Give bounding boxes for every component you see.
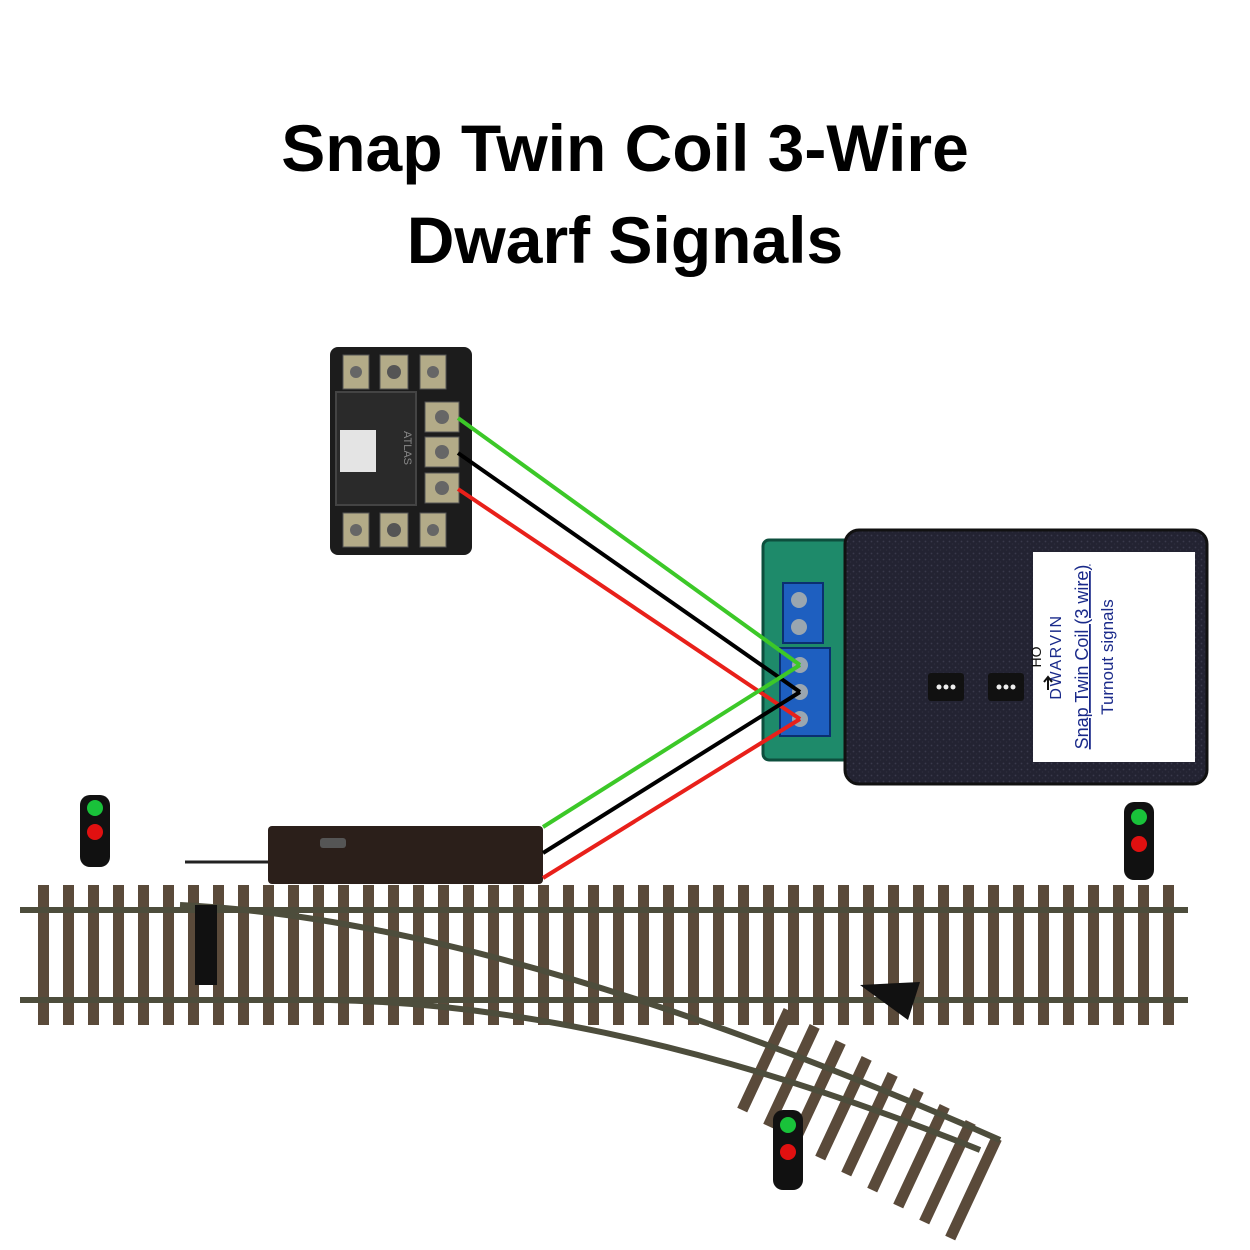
track-tie [1088,885,1099,1025]
track-tie [288,885,299,1025]
track-tie [238,885,249,1025]
track-tie [688,885,699,1025]
track-tie [588,885,599,1025]
signal-bottom [773,1110,803,1190]
track-tie [919,1120,976,1225]
track-tie [1138,885,1149,1025]
wires [456,416,802,880]
wire-black-switch [456,451,802,694]
track-tie [163,885,174,1025]
title-line-1: Snap Twin Coil 3-Wire [281,111,969,185]
track-tie [338,885,349,1025]
track-tie [463,885,474,1025]
track-tie [538,885,549,1025]
track-tie [363,885,374,1025]
switch-machine [268,826,543,884]
atlas-switch: ATLAS [330,347,472,555]
track-tie [1063,885,1074,1025]
track-tie [1163,885,1174,1025]
track-tie [513,885,524,1025]
track-tie [613,885,624,1025]
track-tie [1113,885,1124,1025]
rail-diverging-2 [329,997,982,1153]
switch-brand-label: ATLAS [401,431,413,465]
wire-green-switch [456,416,802,667]
track-tie [813,885,824,1025]
turnout-frog [860,982,920,1020]
track-tie [763,1024,820,1129]
title-line-2: Dwarf Signals [406,203,844,277]
track-tie [838,885,849,1025]
track-tie [763,885,774,1025]
track-tie [863,885,874,1025]
switch-terminals [342,354,460,548]
track-tie [188,885,199,1025]
track-tie [713,885,724,1025]
track-tie [988,885,999,1025]
green-lamp-icon [1131,809,1147,825]
track-tie [313,885,324,1025]
red-lamp-icon [780,1144,796,1160]
track-tie [1013,885,1024,1025]
track-tie [638,885,649,1025]
track-tie [888,885,899,1025]
red-lamp-icon [1131,836,1147,852]
track-ties [38,885,1174,1025]
arrow-icon [1043,675,1053,690]
wire-green-machine [541,663,802,829]
track-tie [563,885,574,1025]
turnout-track [20,826,1188,1241]
track-tie [88,885,99,1025]
track-tie [213,885,224,1025]
module-product-line1: Snap Twin Coil (3 wire) [1072,565,1092,750]
red-lamp-icon [87,824,103,840]
track-tie [388,885,399,1025]
track-tie [263,885,274,1025]
track-tie [841,1072,898,1177]
track-tie [737,1008,794,1113]
track-tie [438,885,449,1025]
green-lamp-icon [87,800,103,816]
rail-diverging-1 [179,902,1002,1143]
track-tie [945,1136,1002,1241]
green-lamp-icon [780,1117,796,1133]
track-tie [788,885,799,1025]
track-tie [963,885,974,1025]
wire-black-machine [541,690,802,855]
track-tie [913,885,924,1025]
module-product-line2: Turnout signals [1098,599,1117,715]
wire-red-switch [456,487,802,721]
track-tie [413,885,424,1025]
module-scale: HO [1028,646,1044,667]
track-tie [38,885,49,1025]
points-throwbar [195,905,217,985]
track-tie [113,885,124,1025]
switch-lever[interactable] [340,430,376,472]
track-tie [867,1088,924,1193]
module-brand: DWARVIN [1048,614,1065,699]
track-tie [63,885,74,1025]
track-tie [663,885,674,1025]
wire-red-machine [541,717,802,880]
signal-left [80,795,110,867]
dwarvin-module: DWARVIN Snap Twin Coil (3 wire) Turnout … [761,528,1209,786]
signal-right [1124,802,1154,880]
track-tie [738,885,749,1025]
track-tie [938,885,949,1025]
track-tie [1038,885,1049,1025]
track-tie [138,885,149,1025]
module-label [1033,552,1195,762]
